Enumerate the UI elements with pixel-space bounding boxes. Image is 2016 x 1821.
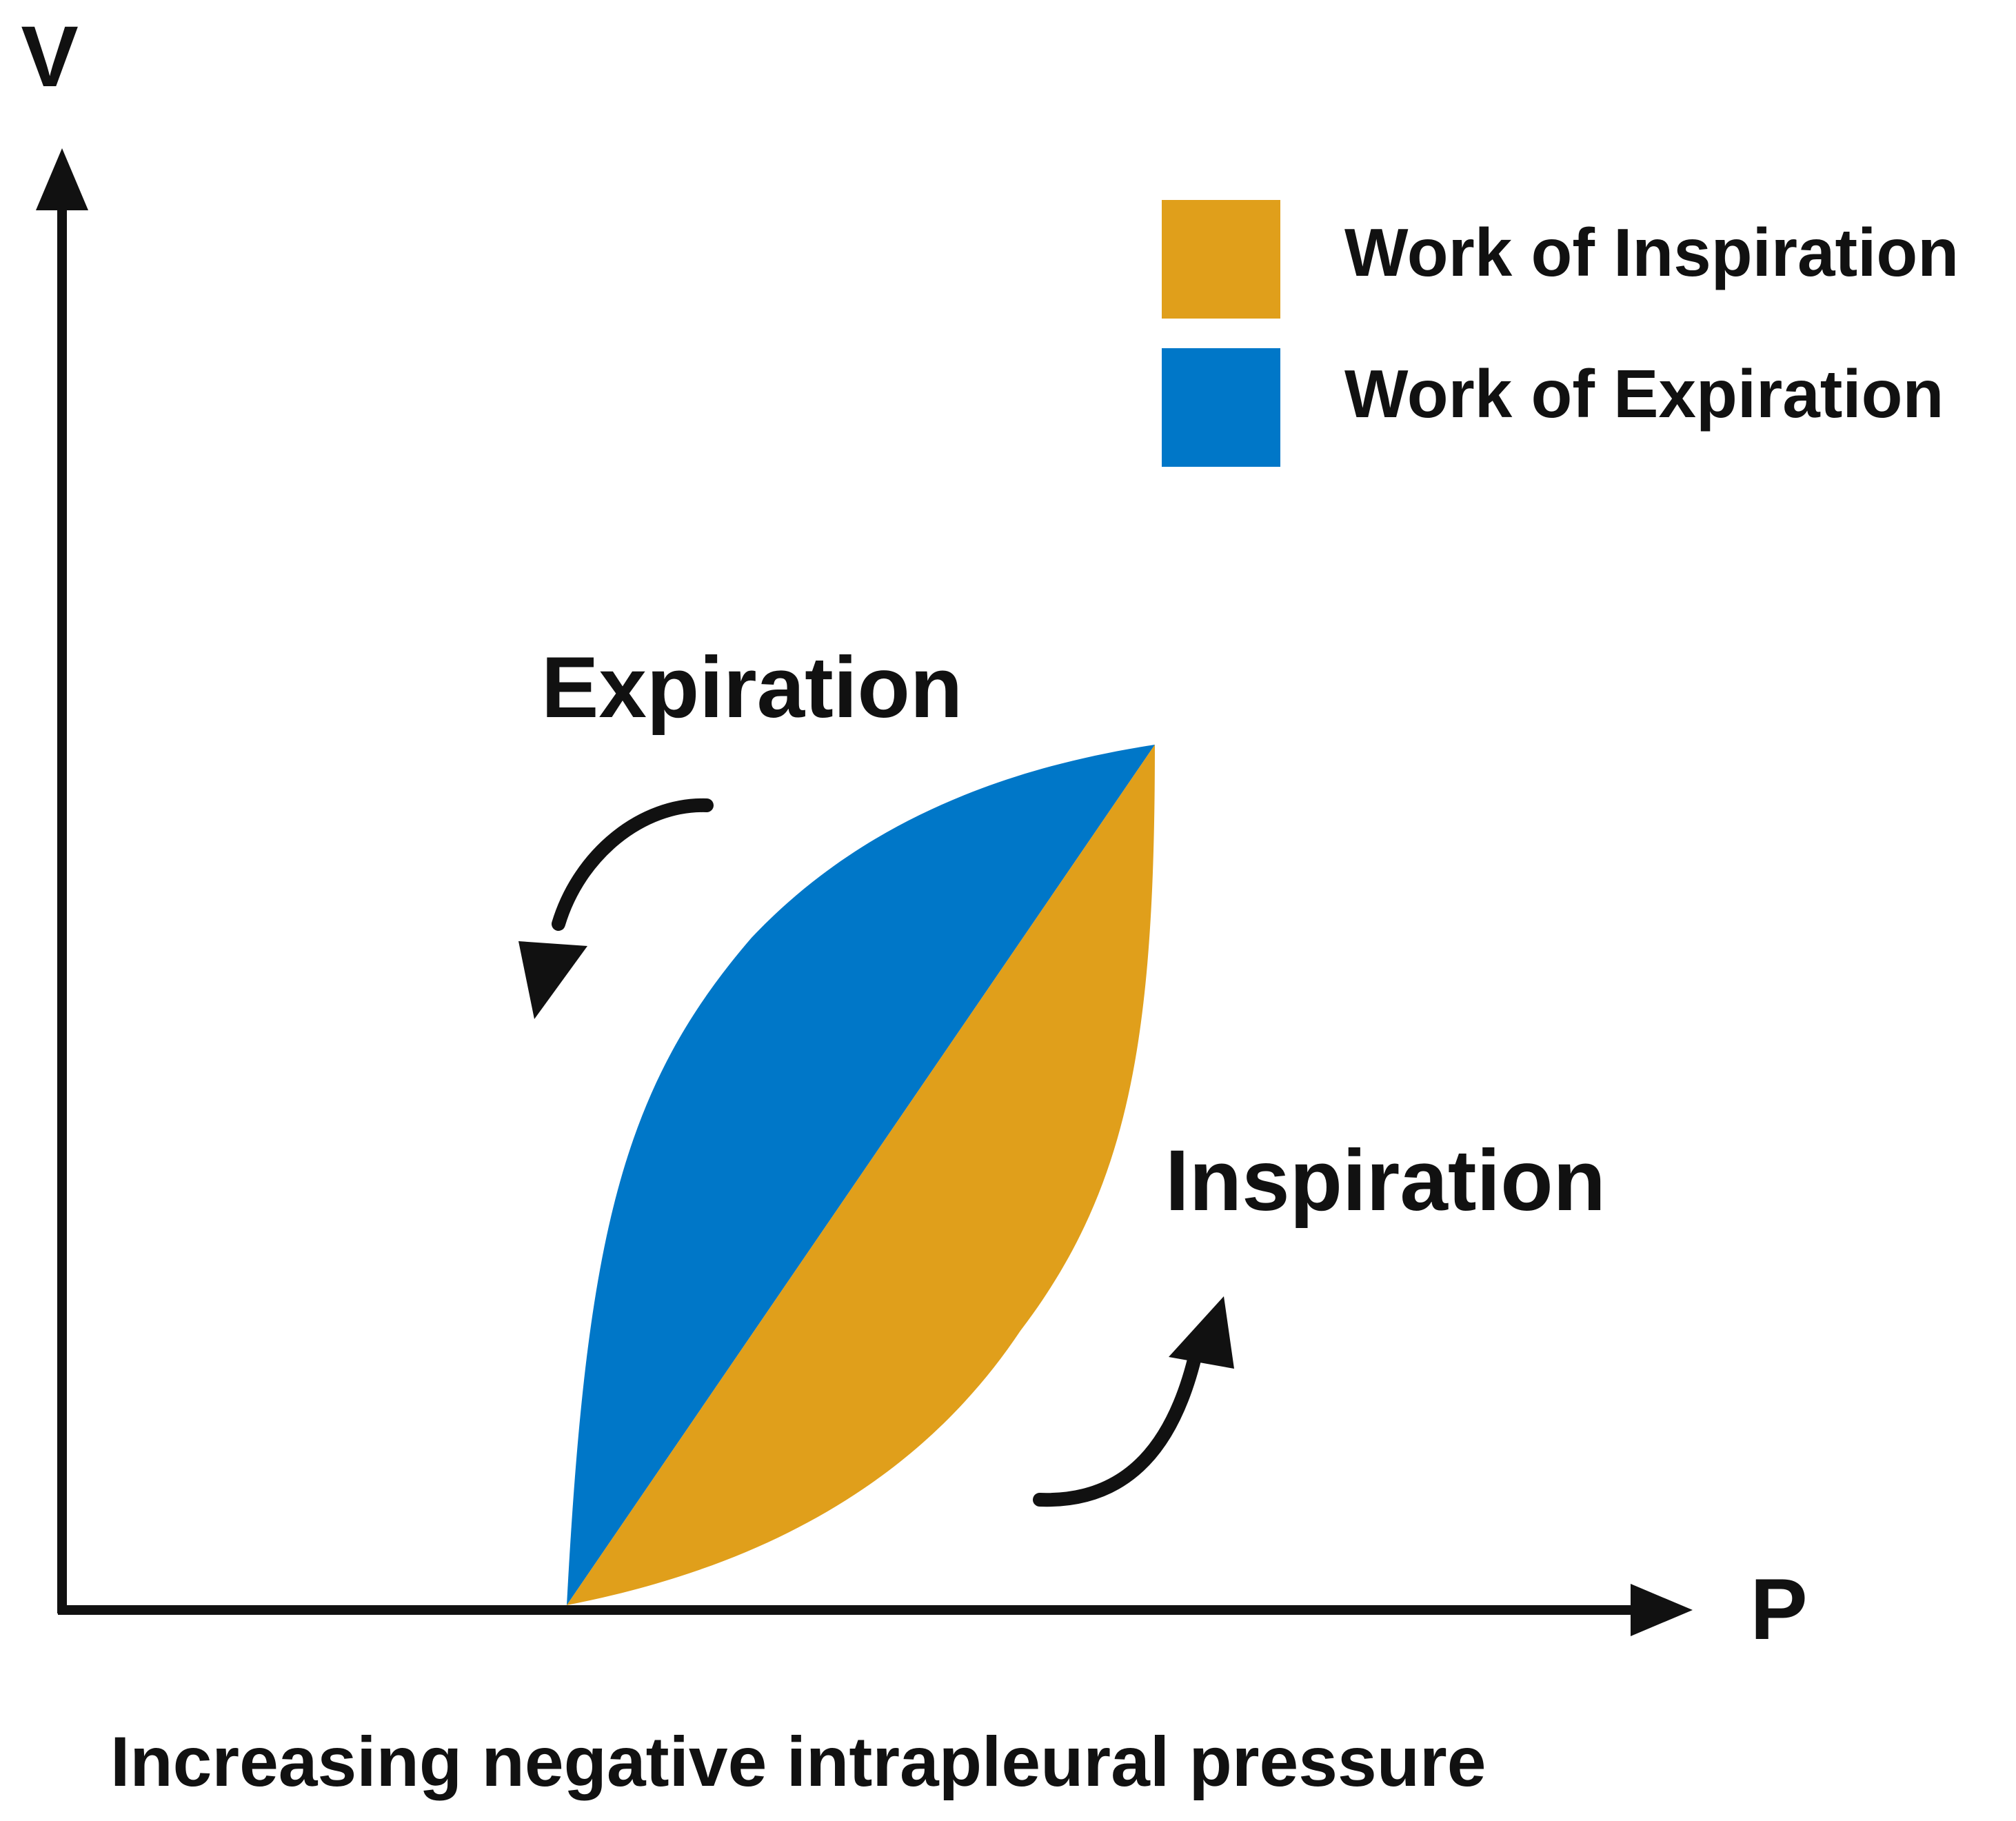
legend-swatch-inspiration	[1162, 200, 1280, 319]
expiration-direction-arrow-icon	[552, 798, 714, 931]
x-axis-caption: Increasing negative intrapleural pressur…	[110, 1722, 1486, 1801]
x-axis-label: P	[1750, 1562, 1807, 1658]
inspiration-label: Inspiration	[1165, 1133, 1606, 1229]
legend-label-expiration: Work of Expiration	[1344, 356, 1944, 432]
legend-swatch-expiration	[1162, 348, 1280, 467]
inspiration-direction-arrow-icon	[1033, 1345, 1203, 1507]
y-axis-label: V	[21, 9, 78, 105]
expiration-arrowhead-icon	[518, 941, 587, 1019]
legend-label-inspiration: Work of Inspiration	[1344, 214, 1959, 290]
inspiration-arrowhead-icon	[1169, 1296, 1234, 1369]
y-axis-arrowhead	[36, 148, 88, 210]
work-of-inspiration-region	[567, 745, 1155, 1605]
expiration-label: Expiration	[541, 640, 962, 736]
x-axis-arrowhead	[1631, 1584, 1693, 1636]
